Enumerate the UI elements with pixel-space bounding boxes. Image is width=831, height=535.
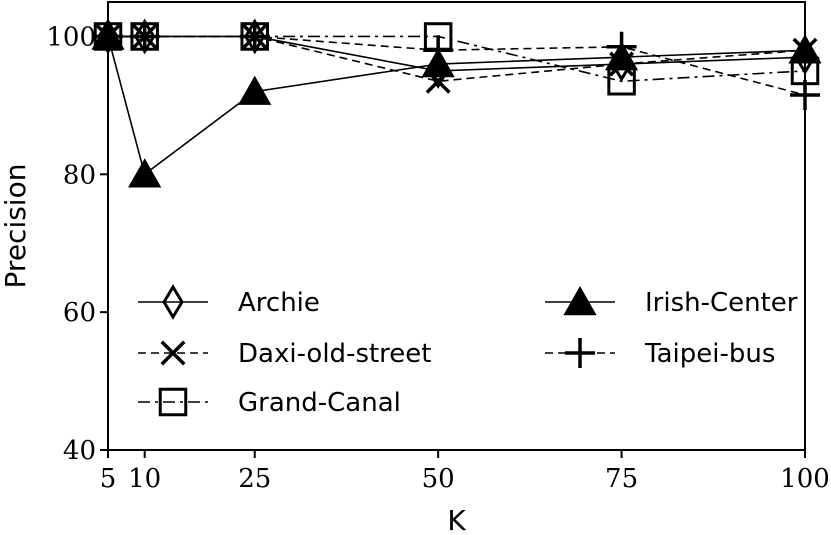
y-tick-label: 60 (63, 298, 96, 328)
x-axis-title: K (447, 504, 466, 535)
series-line-1 (108, 35, 806, 83)
x-tick-label: 100 (780, 464, 830, 494)
data-point (238, 75, 272, 105)
legend-item: Archie (138, 284, 320, 320)
x-tick-label: 50 (422, 464, 455, 494)
series-lines (107, 35, 806, 176)
legend-item: Grand-Canal (138, 387, 401, 418)
data-point (129, 21, 160, 52)
x-tick-label: 25 (238, 464, 271, 494)
x-tick-label: 5 (100, 464, 117, 494)
series-line-3 (107, 36, 806, 176)
legend-marker (565, 338, 595, 368)
y-tick-label: 100 (46, 22, 96, 52)
legend-label: Daxi-old-street (238, 339, 432, 369)
series-markers-4 (93, 21, 820, 111)
data-point (423, 35, 454, 66)
ticks: 5 10 25 50 75 100 40 60 80 100 (46, 22, 829, 494)
legend-label: Archie (238, 288, 320, 318)
series-line-4 (108, 35, 806, 96)
x-tick-label: 10 (128, 464, 161, 494)
y-tick-label: 80 (63, 160, 96, 190)
y-axis-title: Precision (0, 164, 32, 289)
legend-label: Grand-Canal (238, 388, 401, 418)
legend-label: Taipei-bus (644, 339, 775, 369)
data-point (239, 21, 270, 52)
series-markers-2 (93, 22, 820, 96)
legend-marker (160, 340, 186, 366)
series-markers-3 (91, 20, 822, 188)
series-markers-1 (95, 23, 818, 94)
plot-frame (107, 1, 806, 451)
legend-item: Taipei-bus (545, 338, 775, 369)
series-markers (91, 18, 822, 188)
legend-marker (158, 387, 188, 417)
x-tick-label: 75 (605, 464, 638, 494)
legend-label: Irish-Center (645, 288, 798, 318)
legend-marker (162, 284, 184, 320)
data-point (606, 31, 637, 62)
legend-marker (563, 285, 597, 316)
data-point (128, 158, 162, 188)
legend-item: Daxi-old-street (138, 339, 432, 369)
legend-item: Irish-Center (545, 285, 798, 318)
y-tick-label: 40 (63, 436, 96, 466)
